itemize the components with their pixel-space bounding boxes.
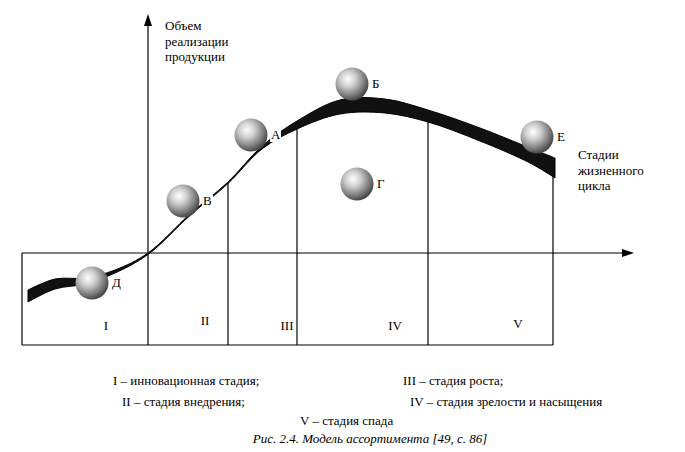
ball-node: В: [166, 184, 200, 218]
axis-label: Стадии жизненного цикла: [578, 147, 644, 194]
ball-shape: [335, 67, 369, 101]
stage-letter: Е: [556, 130, 566, 144]
ball-node: Д: [75, 266, 109, 300]
ball-circle: [336, 68, 369, 101]
stage-letter: А: [270, 128, 281, 142]
ball-node: Е: [520, 120, 554, 154]
ball-shape: [75, 266, 109, 300]
stage-divider: [296, 126, 297, 345]
axis-label: Объем реализации продукции: [165, 18, 229, 65]
stage-number: II: [201, 313, 210, 329]
ball-circle: [341, 168, 374, 201]
stage-letter: В: [202, 194, 213, 208]
stage-letter: Д: [111, 276, 122, 290]
stage-key: III – стадия роста;: [403, 373, 503, 389]
ball-shape: [340, 167, 374, 201]
life-cycle-curve: [28, 98, 555, 302]
ball-shape: [520, 120, 554, 154]
stage-number: III: [281, 318, 294, 334]
ball-node: А: [234, 118, 268, 152]
ball-circle: [76, 267, 109, 300]
axis-arrowhead: [622, 249, 634, 257]
stage-number: V: [513, 316, 522, 332]
stage-key: V – стадия спада: [300, 413, 393, 429]
figure-caption: Рис. 2.4. Модель ассортимента [49, с. 86…: [253, 431, 488, 447]
y-axis: [147, 24, 148, 345]
ball-circle: [521, 121, 554, 154]
stage-divider: [427, 120, 428, 345]
ball-shape: [166, 184, 200, 218]
ball-node: Б: [335, 67, 369, 101]
stage-key: I – инновационная стадия;: [113, 373, 259, 389]
table-border: [22, 344, 553, 345]
ball-circle: [167, 185, 200, 218]
stage-divider: [227, 183, 228, 345]
stage-letter: Б: [371, 77, 380, 91]
stage-key: II – стадия внедрения;: [122, 394, 245, 410]
ball-circle: [235, 119, 268, 152]
ball-shape: [234, 118, 268, 152]
stage-letter: Г: [376, 177, 386, 191]
stage-divider: [552, 176, 553, 345]
stage-number: IV: [388, 318, 402, 334]
stage-key: IV – стадия зрелости и насыщения: [410, 394, 602, 410]
x-axis: [22, 252, 624, 253]
ball-node: Г: [340, 167, 374, 201]
stage-number: I: [104, 318, 108, 334]
axis-arrowhead: [144, 14, 152, 26]
table-border: [21, 253, 22, 345]
